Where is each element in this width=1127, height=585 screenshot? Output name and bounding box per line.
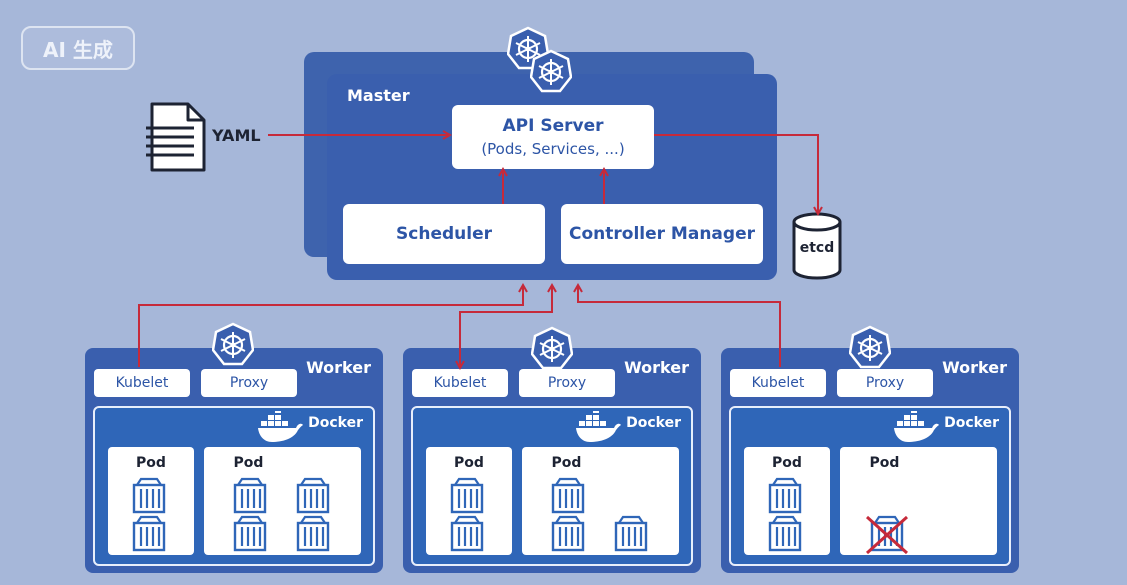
pod-box: Pod (840, 447, 997, 555)
proxy-chip: Proxy (201, 369, 297, 397)
pod-label: Pod (233, 455, 264, 471)
worker-title: Worker (306, 358, 371, 377)
scheduler-box: Scheduler (343, 204, 545, 264)
worker-title: Worker (624, 358, 689, 377)
docker-label: Docker (944, 415, 999, 431)
kubernetes-icon (530, 49, 572, 93)
docker-whale-icon (576, 411, 621, 442)
etcd-label: etcd (799, 240, 835, 256)
worker-title: Worker (942, 358, 1007, 377)
master-label: Master (347, 86, 410, 105)
pod-label: Pod (136, 455, 166, 471)
container-icon (768, 477, 802, 514)
container-icon (233, 515, 267, 552)
kubernetes-icon (531, 326, 573, 370)
container-icon (450, 515, 484, 552)
api-server-title: API Server (502, 116, 604, 136)
yaml-label: YAML (212, 126, 261, 145)
pod-label: Pod (772, 455, 802, 471)
container-icon (551, 477, 585, 514)
docker-label: Docker (626, 415, 681, 431)
kubernetes-icon (507, 26, 549, 70)
pod-box: Pod (522, 447, 679, 555)
container-icon (768, 515, 802, 552)
kubernetes-icon (849, 325, 891, 369)
container-icon (296, 515, 330, 552)
pod-label: Pod (551, 455, 582, 471)
database-icon (792, 212, 842, 280)
api-server-box: API Server (Pods, Services, ...) (452, 105, 654, 169)
proxy-chip: Proxy (837, 369, 933, 397)
container-icon (551, 515, 585, 552)
failed-container-icon (865, 515, 909, 555)
document-icon (146, 102, 206, 172)
container-icon (132, 477, 166, 514)
docker-whale-icon (258, 411, 303, 442)
kubernetes-icon (212, 322, 254, 366)
ai-generated-badge: AI 生成 (21, 26, 135, 70)
worker-node-2: Kubelet Proxy Worker Docker Pod Pod (403, 348, 701, 573)
api-server-subtitle: (Pods, Services, ...) (481, 140, 625, 158)
container-icon (296, 477, 330, 514)
docker-label: Docker (308, 415, 363, 431)
docker-whale-icon (894, 411, 939, 442)
pod-label: Pod (454, 455, 484, 471)
container-icon (614, 515, 648, 552)
container-icon (450, 477, 484, 514)
kubelet-chip: Kubelet (94, 369, 190, 397)
pod-label: Pod (869, 455, 900, 471)
kubelet-chip: Kubelet (412, 369, 508, 397)
container-icon (132, 515, 166, 552)
container-icon (233, 477, 267, 514)
proxy-chip: Proxy (519, 369, 615, 397)
kubelet-chip: Kubelet (730, 369, 826, 397)
controller-manager-box: Controller Manager (561, 204, 763, 264)
pod-box: Pod (204, 447, 361, 555)
